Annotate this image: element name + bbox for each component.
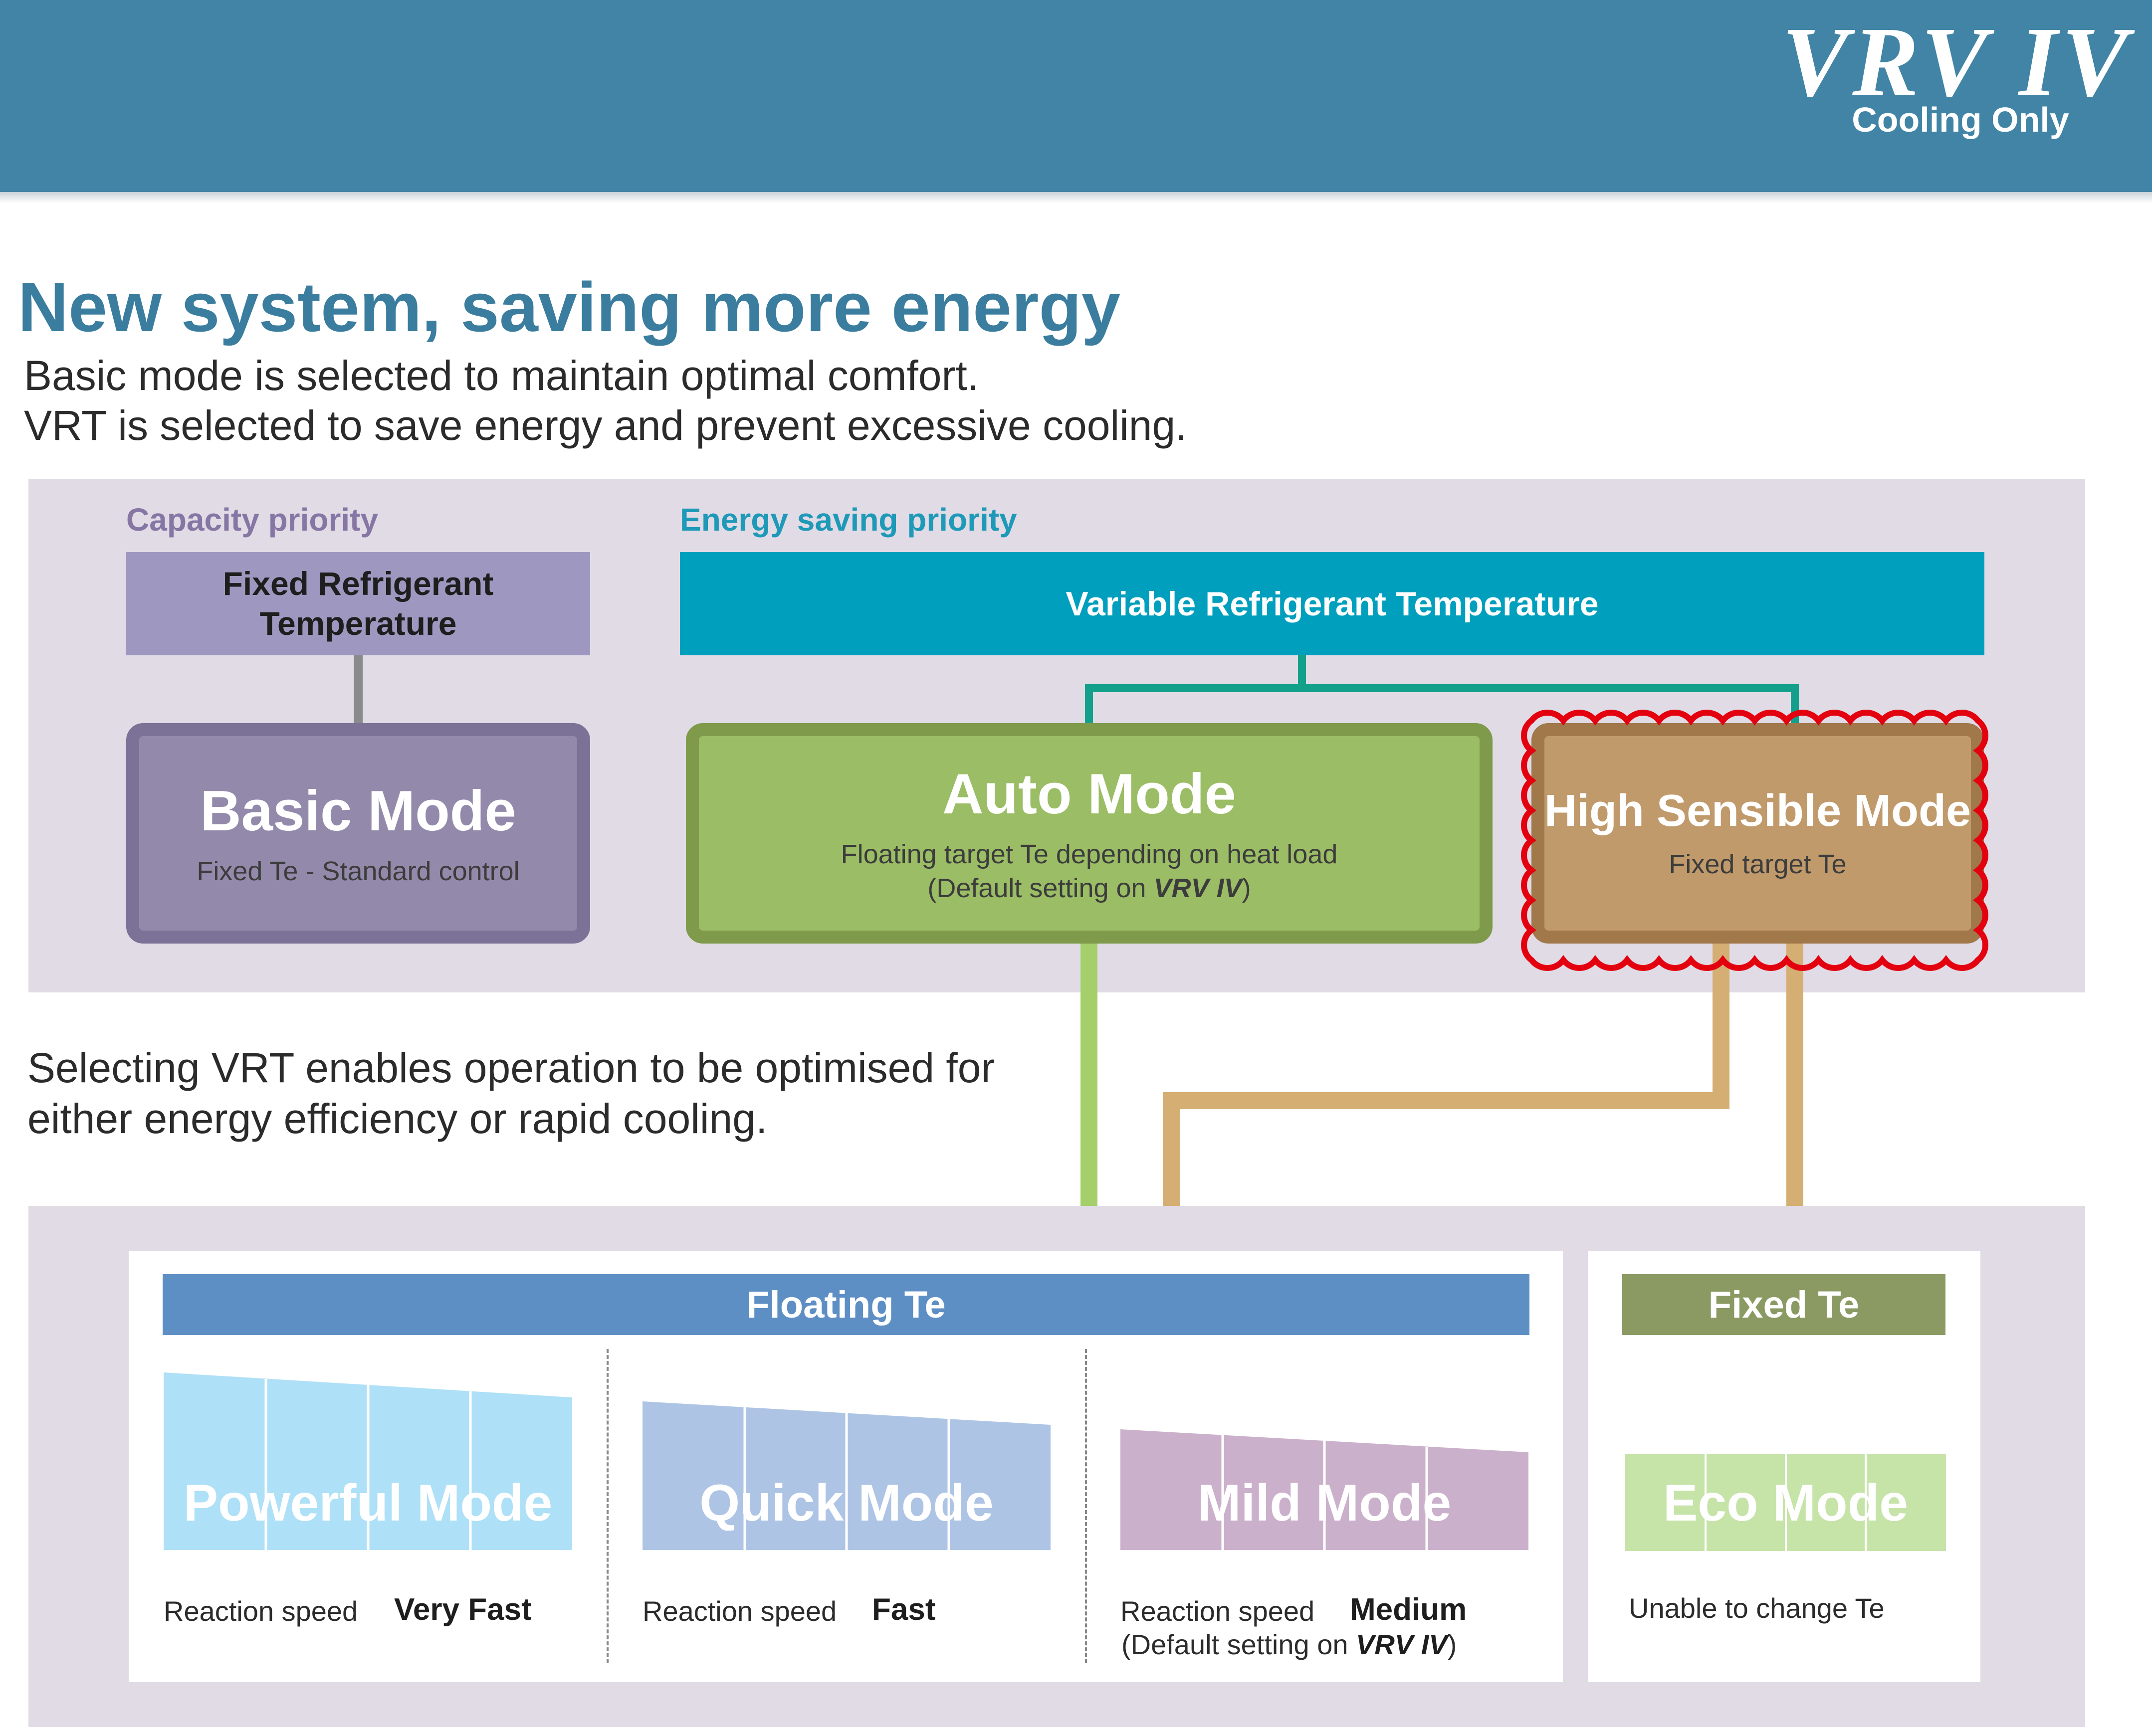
basic-mode-title: Basic Mode — [200, 779, 516, 843]
auto-note-suffix: ) — [1242, 873, 1251, 903]
mild-reaction-value: Medium — [1350, 1592, 1467, 1627]
fixed-refrigerant-label: Fixed Refrigerant Temperature — [222, 565, 494, 642]
capacity-priority-label: Capacity priority — [126, 502, 379, 538]
mild-reaction-value-text: Medium — [1350, 1592, 1467, 1627]
basic-mode-desc: Fixed Te - Standard control — [197, 856, 520, 886]
divider-2 — [1085, 1349, 1087, 1663]
auto-note-prefix: (Default setting on — [927, 873, 1154, 903]
page-title: New system, saving more energy — [18, 268, 1120, 346]
subtitle-line-1: Basic mode is selected to maintain optim… — [24, 352, 979, 399]
cloud-scallop-path — [1521, 710, 1988, 971]
mild-reaction-label: Reaction speed — [1120, 1595, 1315, 1627]
mild-default-note: (Default setting on VRV IV) — [1121, 1628, 1457, 1661]
high-sensible-mode-box: High Sensible Mode Fixed target Te — [1531, 723, 1984, 944]
auto-mode-default-note: (Default setting on VRV IV) — [927, 872, 1251, 906]
mild-mode-label: Mild Mode — [1197, 1474, 1452, 1532]
basic-mode-box: Basic Mode Fixed Te - Standard control — [126, 723, 590, 944]
quick-reaction-value: Fast — [872, 1592, 935, 1627]
selecting-line-1: Selecting VRT enables operation to be op… — [27, 1044, 995, 1091]
fixed-refrigerant-box: Fixed Refrigerant Temperature — [126, 552, 590, 655]
auto-note-brand: VRV IV — [1153, 873, 1242, 903]
variable-refrigerant-label: Variable Refrigerant Temperature — [1066, 584, 1599, 623]
subtitle-line-2: VRT is selected to save energy and preve… — [24, 402, 1187, 449]
variable-refrigerant-box: Variable Refrigerant Temperature — [680, 552, 1984, 655]
eco-note: Unable to change Te — [1629, 1592, 1885, 1624]
selecting-vrt-text: Selecting VRT enables operation to be op… — [27, 1042, 995, 1145]
powerful-reaction-value-text: Very Fast — [394, 1592, 532, 1627]
vrt-to-auto-line — [1085, 655, 1306, 723]
auto-mode-box: Auto Mode Floating target Te depending o… — [686, 723, 1493, 944]
high-sensible-mode-title: High Sensible Mode — [1544, 785, 1971, 836]
highlight-cloud-outline — [1521, 710, 1988, 971]
logo-subtitle: Cooling Only — [1852, 100, 2069, 139]
floating-te-bar: Floating Te — [163, 1274, 1529, 1335]
header-bar — [0, 0, 2152, 192]
quick-mode-label: Quick Mode — [699, 1474, 994, 1532]
vrv-logo: VRV IV — [1781, 7, 2132, 117]
high-sensible-mode-desc: Fixed target Te — [1669, 849, 1847, 879]
high-to-floating-arrow-shaft — [1163, 944, 1729, 1223]
energy-priority-label: Energy saving priority — [680, 502, 1017, 538]
mild-note-suffix: ) — [1447, 1629, 1457, 1660]
mild-note-brand: VRV IV — [1356, 1629, 1448, 1660]
eco-mode-label: Eco Mode — [1663, 1474, 1909, 1532]
powerful-mode-label: Powerful Mode — [183, 1474, 553, 1532]
auto-mode-title: Auto Mode — [942, 763, 1236, 826]
powerful-reaction-label: Reaction speed — [164, 1595, 358, 1627]
powerful-reaction-value: Very Fast — [394, 1592, 532, 1627]
header-shadow — [0, 192, 2152, 203]
selecting-line-2: either energy efficiency or rapid coolin… — [27, 1095, 768, 1143]
quick-reaction-value-text: Fast — [872, 1592, 936, 1627]
quick-reaction-label: Reaction speed — [643, 1595, 837, 1627]
auto-mode-desc: Floating target Te depending on heat loa… — [841, 839, 1338, 869]
mild-note-prefix: (Default setting on — [1121, 1629, 1356, 1660]
fixed-te-bar: Fixed Te — [1622, 1274, 1945, 1335]
divider-1 — [607, 1349, 609, 1663]
